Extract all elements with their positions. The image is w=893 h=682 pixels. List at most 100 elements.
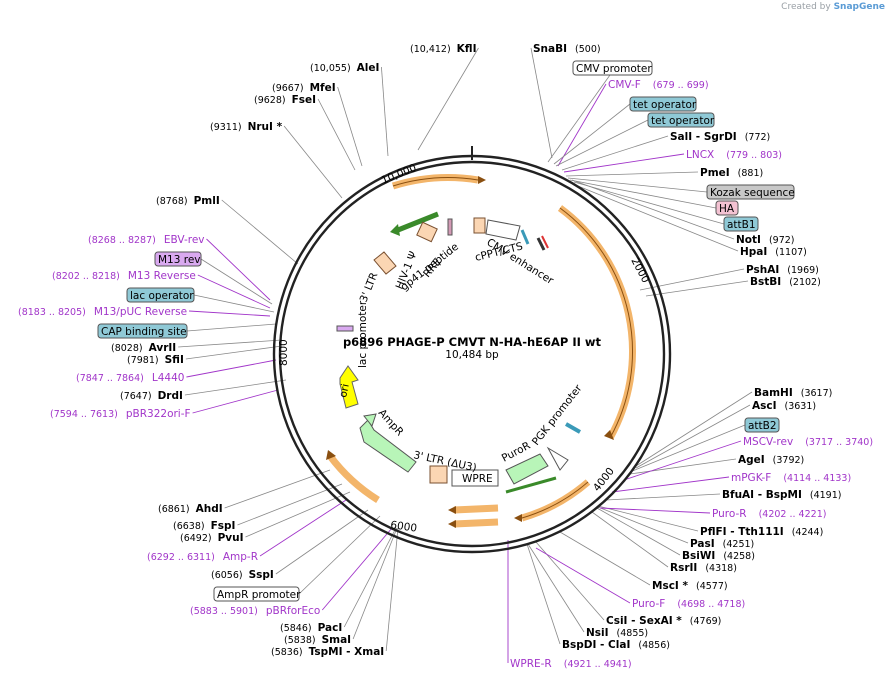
credit-prefix: Created by (781, 2, 831, 12)
box-attb1 (723, 216, 759, 232)
enzyme-hpai: HpaI (740, 246, 767, 258)
primer-pos-wpre-r: (4921 .. 4941) (564, 659, 632, 670)
primer-pos-lncx: (779 .. 803) (726, 150, 782, 161)
enzyme-rsrii: RsrII (670, 562, 697, 574)
arc-left-head (326, 450, 336, 460)
map-ltr-top: 3' LTR (358, 271, 381, 304)
primer-pos-puro-f: (4698 .. 4718) (677, 599, 745, 610)
primer-cmv-f: CMV-F (608, 79, 641, 91)
leader-alei (381, 66, 389, 157)
enzyme-snabi: SnaBI (533, 43, 567, 55)
enzyme-bsiwi: BsiWI (682, 550, 715, 562)
map-lac-prom: lac promoter (357, 300, 369, 368)
label-cap-site: CAP binding site (101, 326, 187, 338)
enzyme-noti: NotI (736, 234, 761, 246)
enzyme-sfii: SfiI (165, 354, 184, 366)
leader-hpai (577, 185, 739, 252)
enzyme-tspmi-xmai: TspMI - XmaI (309, 646, 385, 658)
leader-msci (559, 531, 651, 586)
arc-lower-1-head (514, 514, 522, 522)
feat-ori-arrow (339, 365, 359, 409)
green-arrow-top (397, 211, 439, 233)
backbone-inner (278, 160, 666, 548)
label-m13-rev: M13 rev (158, 254, 201, 266)
label-ampr-promoter: AmpR promoter (217, 589, 301, 601)
enzyme-pos-sfii: (7981) (127, 355, 159, 366)
leader-m13-rev (200, 258, 273, 305)
enzyme-pos-bspdi-clai: (4856) (638, 640, 670, 651)
enzyme-pasi: PasI (690, 538, 715, 550)
primer-m13-reverse: M13 Reverse (128, 270, 196, 282)
leader-attb2 (629, 424, 746, 473)
enzyme-pos-tspmi-xmai: (5836) (271, 647, 303, 658)
feat-rre-box (416, 221, 438, 243)
leader-bfuai-bspmi (605, 493, 721, 501)
leader-asci (635, 404, 751, 469)
feat-ampr-head (363, 413, 377, 428)
enzyme-pos-drdi: (7647) (120, 391, 152, 402)
enzyme-smai: SmaI (322, 634, 352, 646)
enzyme-pos-pmei: (881) (738, 168, 764, 179)
enzyme-pos-pshai: (1969) (787, 265, 819, 276)
map-ori: ori (337, 383, 352, 399)
leader-pmli (221, 199, 299, 265)
leader-drdi (184, 379, 287, 396)
feat-puror-arrow (505, 453, 549, 485)
box-tet-op-1 (629, 96, 697, 112)
scale-6000: 6000 (390, 519, 418, 535)
enzyme-pos-mfei: (9667) (272, 83, 304, 94)
enzyme-pos-alei: (10,055) (310, 63, 351, 74)
feat-pgk-arrow (546, 446, 569, 471)
primer-pos-mpgk-f: (4114 .. 4133) (783, 473, 851, 484)
scale-4000: 4000 (591, 465, 617, 493)
leader-primer-pbrforeco (321, 527, 393, 611)
feat-cppt-box (473, 217, 486, 234)
leader-ahdi (224, 469, 331, 509)
enzyme-pos-smai: (5838) (284, 635, 316, 646)
arc-lower-2-head (448, 506, 456, 514)
enzyme-pos-hpai: (1107) (775, 247, 807, 258)
feat-cmv-enh-arrow (485, 219, 521, 241)
leader-nsii (527, 543, 585, 633)
green-arrow-bottom (505, 476, 557, 494)
enzyme-pos-pflfi-tth111i: (4244) (792, 527, 824, 538)
enzyme-bstbi: BstBI (750, 276, 781, 288)
leader-bamhi (635, 391, 753, 467)
primer-pos-m13-puc-reverse: (8183 .. 8205) (18, 307, 86, 318)
leader-fspi (237, 483, 343, 526)
feat-kozak-mark (536, 237, 546, 251)
primer-amp-r: Amp-R (223, 551, 258, 563)
enzyme-pos-fsei: (9628) (254, 95, 286, 106)
enzyme-pos-pvui: (6492) (180, 533, 212, 544)
enzyme-csii-sexai: CsiI - SexAI * (606, 615, 682, 627)
feat-lac-mark (336, 325, 354, 332)
enzyme-paci: PacI (318, 622, 343, 634)
enzyme-pos-paci: (5846) (280, 623, 312, 634)
enzyme-sali-sgrdi: SalI - SgrDI (670, 131, 737, 143)
feat-ltr-box (373, 251, 397, 275)
leader-primer-pbr322ori-f (192, 389, 279, 414)
snapgene-credit: Created by SnapGene (781, 2, 885, 12)
leader-ha (569, 179, 717, 209)
enzyme-kfli: KflI (457, 43, 477, 55)
enzyme-bspdi-clai: BspDI - ClaI (562, 639, 630, 651)
arc-lower-1-line (521, 481, 589, 519)
enzyme-pos-kfli: (10,412) (410, 44, 451, 55)
enzyme-pmli: PmlI (194, 195, 220, 207)
primer-mscv-rev: MSCV-rev (743, 436, 793, 448)
box-m13-rev (154, 251, 202, 267)
leader-primer-m13-puc-reverse (189, 310, 271, 317)
primer-pos-pbrforeco: (5883 .. 5901) (190, 606, 258, 617)
box-cmv-promoter (572, 60, 653, 76)
enzyme-pos-avrii: (8028) (111, 343, 143, 354)
primer-l4440: L4440 (152, 372, 185, 384)
box-cap-site (97, 323, 188, 339)
leader-lines (178, 47, 753, 663)
leader-bsiwi (596, 507, 681, 556)
enzyme-pos-sali-sgrdi: (772) (745, 132, 771, 143)
label-attb1: attB1 (727, 219, 756, 231)
feat-ha-mark (541, 235, 549, 249)
arc-left (327, 453, 380, 503)
enzyme-pos-bamhi: (3617) (801, 388, 833, 399)
